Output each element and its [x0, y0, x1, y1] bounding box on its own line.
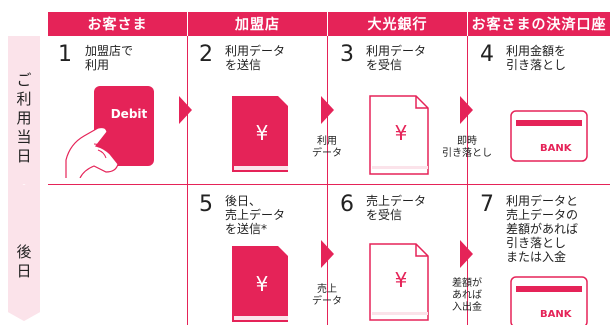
- flow-arrow: [460, 240, 473, 268]
- data-document-icon: [369, 95, 429, 175]
- column-divider: [187, 36, 188, 325]
- row-label-char: 日: [16, 262, 32, 280]
- row-divider: [48, 184, 610, 185]
- flow-arrow: [321, 96, 334, 124]
- row-label-char: 利: [16, 90, 32, 108]
- row-label-char: ご: [16, 71, 32, 89]
- flow-line: [467, 270, 468, 325]
- step-text: 利用データ を送信: [225, 44, 286, 72]
- column-divider: [467, 36, 468, 325]
- debit-card-label: Debit: [110, 107, 148, 121]
- flow-line: [327, 270, 328, 315]
- step-text: 利用データ を受信: [366, 44, 427, 72]
- row-label-same-day: ご 利 用 当 日: [8, 36, 40, 184]
- yen-mark: ¥: [394, 121, 408, 145]
- row-label-char: 後: [16, 243, 32, 261]
- data-document-icon: [232, 96, 288, 172]
- step-number: 5: [199, 192, 213, 217]
- yen-mark: ¥: [394, 268, 408, 292]
- column-divider: [327, 36, 328, 325]
- step-number: 3: [340, 42, 354, 67]
- flow-label-immediate-debit: 即時 引き落とし: [442, 136, 492, 159]
- band-chevron: [8, 175, 40, 195]
- step-text: 後日、 売上データ を送信*: [225, 194, 286, 236]
- row-label-later: 後 日: [8, 186, 40, 325]
- bank-card-icon: [510, 276, 588, 325]
- step-text: 売上データ を受信: [366, 194, 427, 222]
- band-chevron: [8, 312, 40, 325]
- step-text: 利用データと 売上データの 差額があれば 引き落とし または入金: [506, 194, 579, 264]
- flow-arrow: [179, 96, 192, 124]
- bank-card-label: BANK: [540, 309, 572, 320]
- header-customer-account: お客さまの決済口座: [468, 12, 610, 36]
- step-text: 利用金額を 引き落とし: [506, 44, 567, 72]
- step-number: 1: [58, 42, 72, 67]
- flow-arrow: [460, 96, 473, 124]
- flow-line: [467, 124, 468, 168]
- step-text: 加盟店で 利用: [85, 44, 134, 72]
- header-merchant: 加盟店: [188, 12, 327, 36]
- step-number: 7: [480, 192, 494, 217]
- flow-label-difference: 差額が あれば 入出金: [452, 278, 482, 313]
- yen-mark: ¥: [255, 121, 269, 145]
- header-bank: 大光銀行: [328, 12, 467, 36]
- row-label-char: 当: [16, 128, 32, 146]
- data-document-icon: [369, 243, 429, 321]
- yen-mark: ¥: [255, 272, 269, 296]
- step-number: 2: [199, 42, 213, 67]
- debit-card-hand-illustration: [65, 86, 154, 178]
- flow-arrow: [321, 240, 334, 268]
- data-document-icon: [232, 246, 288, 322]
- header-customer: お客さま: [48, 12, 187, 36]
- step-number: 4: [480, 42, 494, 67]
- flow-line: [327, 124, 328, 172]
- bank-card-icon: [510, 110, 588, 162]
- bank-card-label: BANK: [540, 143, 572, 154]
- row-label-char: 用: [16, 109, 32, 127]
- step-number: 6: [340, 192, 354, 217]
- row-label-char: 日: [16, 147, 32, 165]
- flow-label-usage-data: 利用 データ: [312, 136, 342, 159]
- flow-label-sales-data: 売上 データ: [312, 284, 342, 307]
